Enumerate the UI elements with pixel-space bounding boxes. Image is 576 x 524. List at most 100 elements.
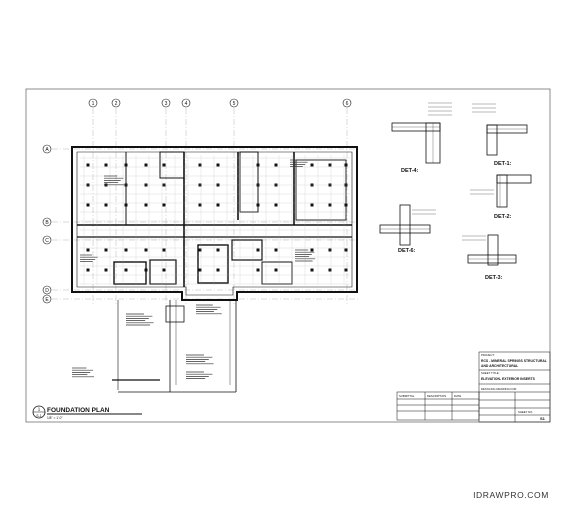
project-name-line-1: RCS - MINERAL SPRINGS STRUCTURAL — [481, 359, 547, 363]
pier — [144, 163, 148, 167]
pier — [124, 268, 128, 272]
detail-label: DET-3: — [485, 275, 503, 281]
core-room — [197, 244, 229, 284]
pier — [198, 203, 202, 207]
pier — [328, 163, 332, 167]
grid-row-label: D — [45, 288, 49, 294]
pier — [216, 248, 220, 252]
pier — [104, 248, 108, 252]
pier — [124, 248, 128, 252]
grid-bubble — [42, 285, 52, 295]
pier — [144, 248, 148, 252]
project-name-line-2: AND ARCHITECTURAL — [481, 364, 518, 368]
pier — [256, 248, 260, 252]
revision-header: DATE — [454, 394, 461, 398]
foundation-inner-wall — [76, 151, 353, 296]
grid-column-label: 2 — [115, 101, 118, 107]
pier — [274, 163, 278, 167]
pier — [328, 248, 332, 252]
detail-det-3: DET-3: — [462, 234, 517, 281]
core-room — [261, 261, 293, 285]
pier — [216, 163, 220, 167]
detail-label: DET-6: — [398, 248, 416, 254]
revision-header: SUBMITTAL — [399, 394, 415, 398]
grid-column-label: 6 — [346, 101, 349, 107]
grid-bubble — [111, 98, 121, 108]
pier — [256, 203, 260, 207]
detail-det-4: DET-4: — [391, 102, 452, 174]
pier — [198, 268, 202, 272]
revision-table: SUBMITTAL DESCRIPTION DATE — [396, 391, 480, 421]
pier — [310, 268, 314, 272]
pier — [104, 163, 108, 167]
core-room — [295, 159, 347, 221]
plan-sheet-ref: S-1 — [36, 414, 42, 418]
revision-header: DESCRIPTION — [427, 394, 446, 398]
details-area: DET-4: DET-1: DET-6: — [379, 102, 532, 281]
grid-bubble — [42, 294, 52, 304]
grid-row-label: B — [45, 220, 49, 226]
sheet-title-label: SHEET TITLE: — [481, 371, 500, 375]
detail-det-2: DET-2: — [470, 174, 532, 220]
plan-title-block: 1 S-1 FOUNDATION PLAN 1/8" = 1'-0" — [32, 405, 142, 420]
detail-label: DET-2: — [494, 214, 512, 220]
pier — [310, 163, 314, 167]
pier — [344, 203, 348, 207]
pier — [86, 248, 90, 252]
grid-bubble — [42, 217, 52, 227]
pier — [216, 203, 220, 207]
pier — [310, 248, 314, 252]
pier — [144, 268, 148, 272]
pier — [344, 268, 348, 272]
ramp-landing — [165, 305, 185, 323]
grid-bubble — [88, 98, 98, 108]
pier — [162, 248, 166, 252]
status-label: DETAILING DRAWING FOR — [481, 387, 516, 391]
foundation-outer-wall — [71, 146, 358, 301]
grid-column-label: 3 — [165, 101, 168, 107]
core-room — [231, 239, 263, 261]
pier — [328, 268, 332, 272]
pier — [310, 203, 314, 207]
pier — [198, 248, 202, 252]
pier — [162, 203, 166, 207]
grid-bubble — [42, 144, 52, 154]
pier — [162, 268, 166, 272]
pier — [344, 163, 348, 167]
core-room — [159, 151, 185, 179]
grid-bubble — [161, 98, 171, 108]
detail-label: DET-1: — [494, 161, 512, 167]
pier — [256, 163, 260, 167]
foundation-plan — [71, 146, 358, 393]
grid-bubble — [342, 98, 352, 108]
pier — [256, 268, 260, 272]
pier — [274, 268, 278, 272]
project-label: PROJECT: — [481, 353, 495, 357]
detail-det-6: DET-6: — [379, 204, 436, 254]
plan-number: 1 — [38, 407, 41, 412]
pier — [86, 268, 90, 272]
pier — [274, 203, 278, 207]
core-room — [113, 261, 147, 285]
grid-column-label: 5 — [233, 101, 236, 107]
plan-scale: 1/8" = 1'-0" — [47, 416, 63, 420]
pier — [104, 203, 108, 207]
core-room — [149, 259, 177, 285]
pier — [144, 203, 148, 207]
pier — [124, 203, 128, 207]
grid-bubble — [42, 235, 52, 245]
grid-row-label: C — [45, 238, 49, 244]
pier — [198, 163, 202, 167]
watermark: IDRAWPRO.COM — [473, 490, 549, 500]
detail-label: DET-4: — [401, 168, 419, 174]
grid-bubble — [181, 98, 191, 108]
grid-column-label: 1 — [92, 101, 95, 107]
grid-row-label: E — [45, 297, 49, 303]
plan-title: FOUNDATION PLAN — [47, 407, 110, 414]
pier — [104, 268, 108, 272]
grid-bubble — [229, 98, 239, 108]
pier — [344, 248, 348, 252]
detail-det-1: DET-1: — [472, 103, 528, 167]
